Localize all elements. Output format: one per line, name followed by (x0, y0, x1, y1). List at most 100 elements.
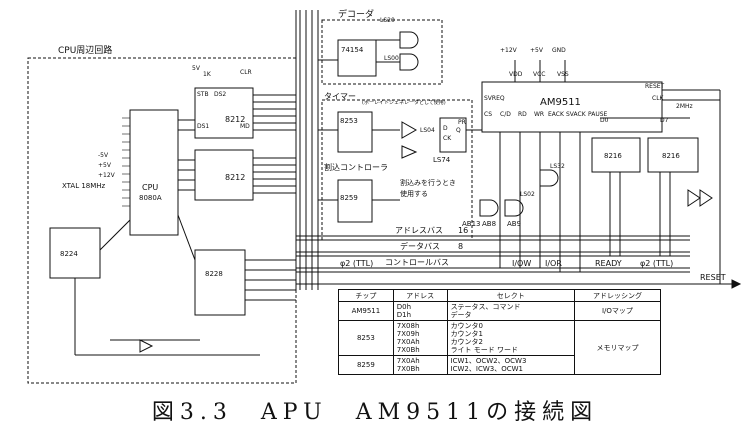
latch-bottom-chip (194, 149, 254, 201)
control-bus-label: コントロールバス (385, 258, 449, 267)
table-header: アドレッシング (573, 289, 662, 302)
v5-label: 5V (192, 65, 201, 72)
apu-pin-eack: EACK (548, 111, 565, 118)
cpu-area-label: CPU周辺回路 (58, 44, 112, 56)
irq-note-2: 使用する (400, 189, 428, 198)
phi2-right-label: φ2 (TTL) (640, 259, 673, 268)
v5b-label: +5V (98, 162, 112, 169)
q-pin-label: Q (456, 127, 461, 134)
ls04-label: LS04 (420, 127, 435, 134)
ls74-label: LS74 (433, 156, 451, 164)
apu-pin-pause: PAUSE (588, 111, 608, 118)
bus16-label: 16 (458, 226, 468, 235)
ls74-chip (439, 117, 467, 153)
rom-left-chip (591, 137, 641, 173)
apu-pin-wr: WR (534, 111, 544, 118)
table-cell-select: ステータス、コマンドデータ (446, 301, 575, 321)
v12-label: +12V (98, 172, 116, 179)
vneg5-label: -5V (98, 152, 109, 159)
iow-label: I/OW (512, 259, 531, 268)
bus8-label: 8 (458, 242, 463, 251)
table-cell-mode: メモリマップ (573, 320, 662, 375)
ab8-label: AB8 (482, 220, 496, 228)
clk-pin-label: CLK (652, 95, 665, 102)
apu-pin-rd: RD (518, 111, 527, 118)
table-cell-chip: 8253 (338, 320, 394, 356)
vss-label: VSS (557, 71, 569, 78)
cpu-chip-label: CPU (142, 183, 158, 192)
clr-label: CLR (240, 69, 252, 76)
stb-label: STB (197, 91, 209, 98)
timer-note: (ボーレイトジェネレータとして使用) (362, 99, 446, 106)
data-bus-label: データバス (400, 241, 440, 251)
decoder-chip-label: 74154 (341, 46, 364, 54)
rom-right-label: 8216 (662, 152, 680, 160)
apu-pin-svack: SVACK (566, 111, 587, 118)
ds1-label: DS1 (197, 123, 209, 130)
table-header: セレクト (446, 289, 575, 302)
ls32-label: LS32 (550, 163, 565, 170)
d-pin-label: D (443, 125, 448, 132)
apu-pin-cs: CS (484, 111, 492, 118)
d7-label: D7 (660, 117, 669, 124)
pit-label: 8253 (340, 117, 358, 125)
reset-pin-label: RESET (645, 83, 665, 90)
ctrl-8228-chip (194, 249, 246, 316)
rom-right-chip (647, 137, 699, 173)
timer-label: タイマー (324, 92, 356, 101)
ls02-label: LS02 (520, 191, 535, 198)
ab9-label: AB9 (507, 220, 521, 228)
latch-top-label: 8212 (225, 115, 245, 124)
irq-controller-label: 割込コントローラ (324, 162, 388, 172)
xtal-label: XTAL 18MHz (62, 182, 106, 190)
pit-chip (337, 111, 373, 153)
ab13-label: AB13 (462, 220, 481, 228)
gnd-label: GND (552, 47, 566, 54)
figure-caption: 図3.3 APU AM9511の接続図 (151, 400, 599, 425)
apu-chip (481, 81, 663, 133)
md-label: MD (240, 123, 250, 130)
table-cell-chip: AM9511 (338, 301, 394, 321)
phi2-left-label: φ2 (TTL) (340, 259, 373, 268)
latch-top-chip (194, 87, 254, 139)
vcc-label: VCC (533, 71, 545, 78)
apu-chip-label: AM9511 (540, 97, 581, 108)
vdd-label: VDD (509, 71, 523, 78)
svreq-label: SVREQ (484, 95, 505, 102)
ck-pin-label: CK (443, 135, 452, 142)
clock-gen-label: 8224 (60, 250, 78, 258)
table-header: チップ (338, 289, 394, 302)
ls00-label: LS00 (384, 55, 399, 62)
cpu-part-label: 8080A (139, 194, 162, 202)
table-cell-chip: 8259 (338, 355, 394, 375)
table-header-row: チップ アドレス セレクト アドレッシング (338, 289, 662, 302)
address-bus-label: アドレスバス (395, 226, 443, 235)
latch-bottom-label: 8212 (225, 173, 245, 182)
cpu-chip (129, 109, 179, 236)
v-plus12-label: +12V (500, 47, 518, 54)
pic-chip (337, 179, 373, 223)
decoder-label: デコーダ (338, 8, 374, 20)
reset-bus-label: RESET (700, 273, 726, 282)
v-plus5-label: +5V (530, 47, 544, 54)
res-1k-label: 1K (203, 71, 212, 78)
decoder-chip (337, 39, 377, 77)
freq-label: 2MHz (676, 103, 693, 110)
ctrl-8228-label: 8228 (205, 270, 223, 278)
rom-left-label: 8216 (604, 152, 622, 160)
ior-label: I/OR (545, 259, 562, 268)
ready-label: READY (595, 259, 622, 268)
decoder-area-border (321, 19, 443, 85)
ls20-label: LS20 (380, 17, 395, 24)
apu-pin-cd: C/D (500, 111, 511, 118)
ds2-label: DS2 (214, 91, 226, 98)
